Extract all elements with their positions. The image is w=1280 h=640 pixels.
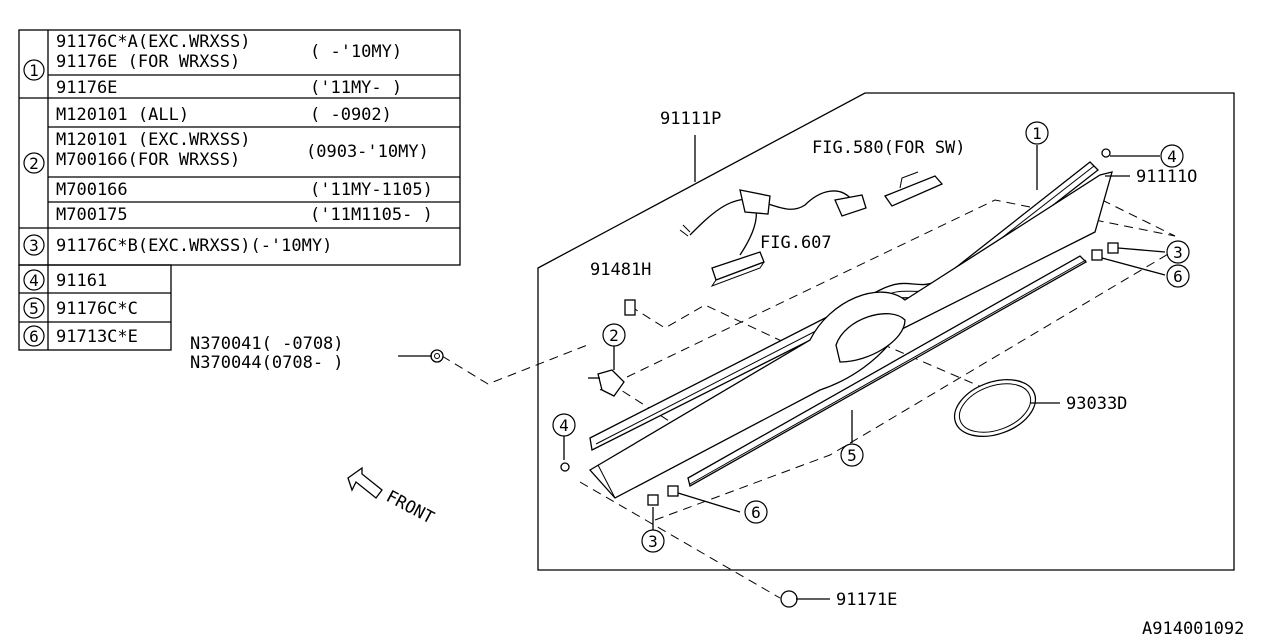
table-ref-1: 1 bbox=[23, 59, 45, 81]
emblem-93033D bbox=[953, 379, 1037, 437]
nut-N370041 bbox=[430, 349, 444, 363]
table-ref-label: 5 bbox=[29, 299, 39, 318]
callout-number: 2 bbox=[609, 326, 619, 345]
nut-4-right bbox=[1101, 148, 1111, 158]
front-direction-arrow: FRONT bbox=[347, 466, 438, 529]
table-part-2c: M700166 bbox=[56, 180, 128, 200]
label-93033D: 93033D bbox=[1066, 394, 1127, 414]
table-ref-2: 2 bbox=[23, 152, 45, 174]
callout-number: 6 bbox=[751, 503, 761, 522]
label-91481H: 91481H bbox=[590, 260, 651, 280]
table-ref-4: 4 bbox=[23, 269, 45, 291]
screw-clip-2 bbox=[588, 369, 625, 397]
callout-3-right: 3 bbox=[1166, 240, 1190, 264]
bolt-91171E bbox=[780, 590, 798, 608]
callout-5: 5 bbox=[840, 443, 864, 467]
dashed-leaders bbox=[441, 199, 1176, 599]
callout-6-left: 6 bbox=[744, 500, 768, 524]
table-date-2a: ( -0902) bbox=[310, 105, 392, 125]
table-ref-5: 5 bbox=[23, 297, 45, 319]
retainer-3-right bbox=[1107, 242, 1119, 254]
table-part-2a: M120101 (ALL) bbox=[56, 105, 189, 125]
diagram-code: A914001092 bbox=[1142, 619, 1244, 639]
table-ref-6: 6 bbox=[23, 325, 45, 347]
callout-2: 2 bbox=[602, 323, 626, 347]
table-part-1a: 91176C*A(EXC.WRXSS)91176E (FOR WRXSS) bbox=[56, 32, 250, 72]
callout-1: 1 bbox=[1025, 121, 1049, 145]
callout-4-right: 4 bbox=[1160, 144, 1184, 168]
table-ref-label: 2 bbox=[29, 154, 39, 173]
label-91111O: 91111O bbox=[1136, 167, 1197, 187]
callout-number: 4 bbox=[559, 416, 569, 435]
label-91111P: 91111P bbox=[660, 109, 721, 129]
table-ref-label: 6 bbox=[29, 327, 39, 346]
table-ref-label: 4 bbox=[29, 271, 39, 290]
callout-6-right: 6 bbox=[1166, 264, 1190, 288]
wire-harness-91111P bbox=[679, 189, 867, 288]
switch-part bbox=[883, 171, 944, 207]
label-fig607: FIG.607 bbox=[760, 233, 832, 253]
table-part-4: 91161 bbox=[56, 271, 107, 291]
table-date-2c: ('11MY-1105) bbox=[310, 180, 433, 200]
retainer-6-right bbox=[1091, 249, 1103, 261]
table-part-3: 91176C*B(EXC.WRXSS)(-'10MY) bbox=[56, 236, 332, 256]
callout-number: 1 bbox=[1032, 124, 1042, 143]
table-ref-label: 3 bbox=[29, 236, 39, 255]
callout-number: 6 bbox=[1173, 267, 1183, 286]
parts-table: 1 2 3 4 5 6 91176C*A(EXC.WRXSS)91176E (F… bbox=[18, 29, 461, 351]
table-ref-3: 3 bbox=[23, 234, 45, 256]
nut-4-left bbox=[560, 462, 570, 472]
table-part-1b: 91176E bbox=[56, 78, 117, 98]
label-fig580: FIG.580(FOR SW) bbox=[812, 138, 966, 158]
table-part-5: 91176C*C bbox=[56, 299, 138, 319]
callout-number: 3 bbox=[1173, 243, 1183, 262]
grille-garnish bbox=[588, 161, 1113, 499]
table-date-2d: ('11M1105- ) bbox=[310, 205, 433, 225]
callout-leaders bbox=[398, 135, 1166, 600]
table-date-2b: (0903-'10MY) bbox=[306, 142, 429, 162]
label-N370041: N370041( -0708) bbox=[190, 334, 344, 354]
assembly-frame bbox=[537, 92, 1235, 571]
table-part-2b: M120101 (EXC.WRXSS)M700166(FOR WRXSS) bbox=[56, 130, 250, 170]
retainer-6-left bbox=[667, 485, 679, 497]
callout-number: 4 bbox=[1167, 147, 1177, 166]
table-date-1a: ( -'10MY) bbox=[310, 42, 402, 62]
callout-4-left: 4 bbox=[552, 413, 576, 437]
table-part-2d: M700175 bbox=[56, 205, 128, 225]
callout-number: 5 bbox=[847, 446, 857, 465]
table-date-1b: ('11MY- ) bbox=[310, 78, 402, 98]
retainer-3-left bbox=[647, 494, 659, 506]
table-ref-label: 1 bbox=[29, 61, 39, 80]
table-part-6: 91713C*E bbox=[56, 327, 138, 347]
front-label: FRONT bbox=[383, 487, 438, 529]
callout-3-left: 3 bbox=[641, 529, 665, 553]
label-N370044: N370044(0708- ) bbox=[190, 353, 344, 373]
clip-91481H bbox=[624, 299, 636, 316]
callout-number: 3 bbox=[648, 532, 658, 551]
label-91171E: 91171E bbox=[836, 590, 897, 610]
